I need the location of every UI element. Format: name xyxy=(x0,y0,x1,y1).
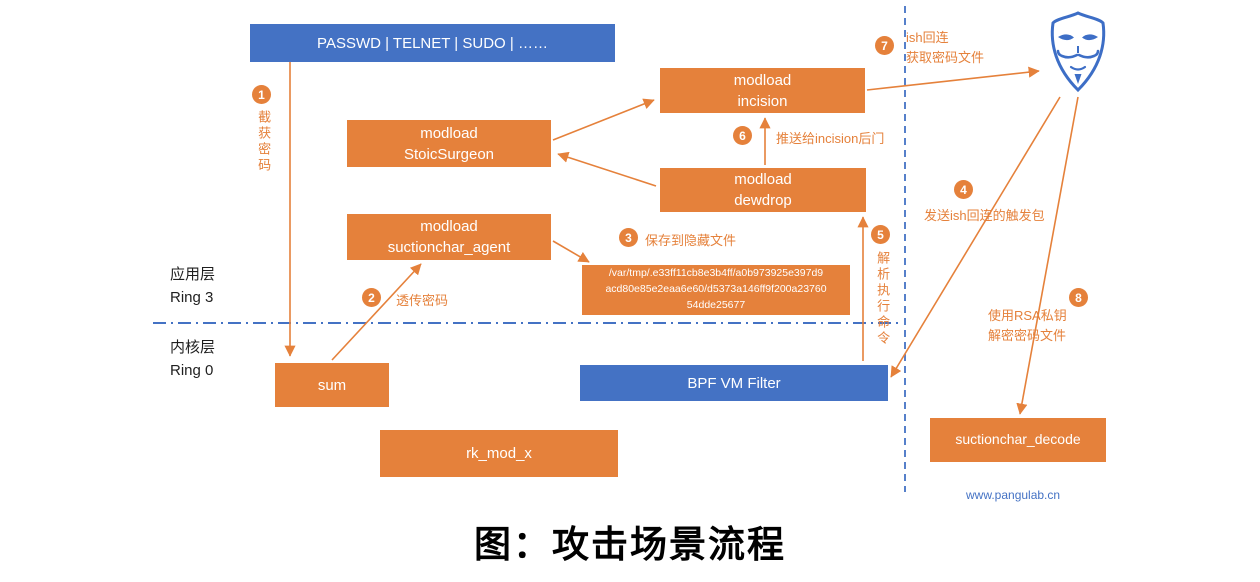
step-7-badge: 7 xyxy=(875,36,894,55)
arrow-stoic-to-incision xyxy=(552,98,655,141)
layer-application: 应用层 Ring 3 xyxy=(170,263,215,310)
step-8-label: 使用RSA私钥 解密密码文件 xyxy=(988,308,1067,344)
node-passwd-label: PASSWD | TELNET | SUDO | …… xyxy=(317,34,548,52)
layer-application-name: 应用层 xyxy=(170,266,216,283)
step-2-label: 透传密码 xyxy=(396,293,449,308)
step-3-badge: 3 xyxy=(619,228,638,247)
attacker-mask-icon xyxy=(1050,11,1106,93)
node-stoicsurgeon-label: modload StoicSurgeon xyxy=(403,124,495,163)
step-1-label: 截获密码 xyxy=(256,110,272,174)
step-7-label: ish回连 获取密码文件 xyxy=(906,30,985,66)
node-passwd-telnet-sudo: PASSWD | TELNET | SUDO | …… xyxy=(250,24,615,62)
node-modload-incision: modload incision xyxy=(660,68,865,113)
node-modload-suctionchar-agent: modload suctionchar_agent xyxy=(347,214,551,260)
step-6-label: 推送给incision后门 xyxy=(776,131,885,146)
node-sum-label: sum xyxy=(317,376,347,394)
node-suctionchar-decode-label: suctionchar_decode xyxy=(955,431,1081,448)
node-dewdrop-label: modload dewdrop xyxy=(734,171,792,209)
node-rk-mod-x: rk_mod_x xyxy=(380,430,618,477)
step-8-badge: 8 xyxy=(1069,288,1088,307)
layer-kernel: 内核层 Ring 0 xyxy=(170,336,215,383)
node-bpf-label: BPF VM Filter xyxy=(687,374,781,392)
step-6-badge: 6 xyxy=(733,126,752,145)
layer-application-ring: Ring 3 xyxy=(170,289,214,307)
arrow-agent-to-hiddenfile xyxy=(552,240,590,263)
node-modload-stoicsurgeon: modload StoicSurgeon xyxy=(347,120,551,167)
arrow-sum-to-agent xyxy=(331,263,422,361)
diagram-caption: 图：攻击场景流程 xyxy=(474,524,786,565)
node-bpf-vm-filter: BPF VM Filter xyxy=(580,365,888,401)
arrow-incision-to-attacker xyxy=(866,66,1040,91)
node-sum: sum xyxy=(275,363,389,407)
node-suctionchar-agent-label: modload suctionchar_agent xyxy=(387,218,511,256)
arrow-dewdrop-to-stoic xyxy=(557,151,657,187)
step-1-badge: 1 xyxy=(252,85,271,104)
arrow-attacker-to-decode xyxy=(1016,96,1079,415)
step-4-badge: 4 xyxy=(954,180,973,199)
arrow-attacker-to-bpf xyxy=(890,96,1061,378)
node-suctionchar-decode: suctionchar_decode xyxy=(930,418,1106,462)
hidden-file-path-label: /var/tmp/.e33ff11cb8e3b4ff/a0b973925e397… xyxy=(605,267,827,311)
pangulab-watermark: www.pangulab.cn xyxy=(966,488,1061,502)
node-incision-label: modload incision xyxy=(733,71,792,110)
step-3-label: 保存到隐藏文件 xyxy=(645,233,737,248)
step-4-label: 发送ish回连的触发包 xyxy=(924,208,1045,223)
step-5-label: 解析执行命令 xyxy=(875,251,891,347)
layer-kernel-name: 内核层 xyxy=(170,339,216,356)
step-5-badge: 5 xyxy=(871,225,890,244)
node-rk-mod-x-label: rk_mod_x xyxy=(466,445,532,462)
node-hidden-file-path: /var/tmp/.e33ff11cb8e3b4ff/a0b973925e397… xyxy=(582,265,850,315)
step-2-badge: 2 xyxy=(362,288,381,307)
layer-kernel-ring: Ring 0 xyxy=(170,362,214,380)
node-modload-dewdrop: modload dewdrop xyxy=(660,168,866,212)
